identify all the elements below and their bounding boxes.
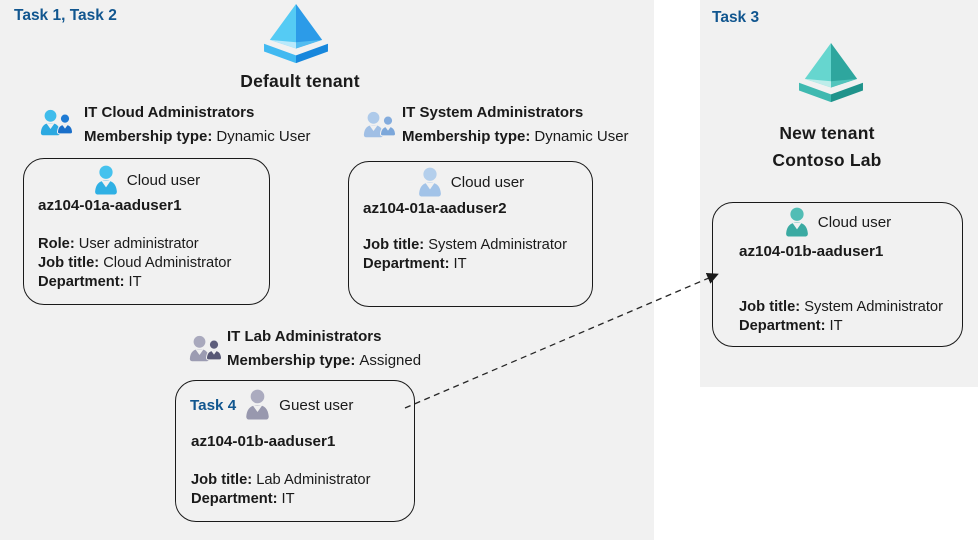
detail-line: Job title:Lab Administrator xyxy=(191,471,371,490)
task-1-2-label: Task 1, Task 2 xyxy=(14,7,117,24)
detail-line: Department:IT xyxy=(363,255,567,274)
membership-value: Dynamic User xyxy=(534,128,629,145)
azure-tenant-icon-blue xyxy=(264,3,328,64)
user-details: Job title:System Administrator Departmen… xyxy=(739,298,943,336)
field-value: System Administrator xyxy=(804,299,943,315)
user-name: az104-01a-aaduser2 xyxy=(363,200,507,217)
membership-label: Membership type: xyxy=(227,352,356,369)
field-label: Department: xyxy=(739,318,826,334)
detail-line: Department:IT xyxy=(739,317,943,336)
guest-user-icon xyxy=(246,389,269,420)
group-title: IT Lab Administrators xyxy=(227,328,382,345)
field-label: Department: xyxy=(38,274,125,290)
detail-line: Department:IT xyxy=(191,490,371,509)
membership-label: Membership type: xyxy=(402,128,531,145)
user-type-label: Guest user xyxy=(279,396,354,414)
user-type-label: Cloud user xyxy=(450,174,525,191)
user-details: Job title:Lab Administrator Department:I… xyxy=(191,471,371,509)
card-header: Cloud user xyxy=(24,165,269,196)
group-header-it-cloud-admins: IT Cloud Administrators Membership type:… xyxy=(84,103,311,147)
field-label: Department: xyxy=(191,491,278,507)
cloud-user-icon xyxy=(94,165,117,195)
new-tenant-line2: Contoso Lab xyxy=(772,150,882,170)
field-value: IT xyxy=(281,491,295,507)
group-title: IT System Administrators xyxy=(402,104,584,121)
group-icon-it-cloud-admins xyxy=(40,109,74,136)
group-membership: Membership type:Dynamic User xyxy=(84,127,311,147)
user-name: az104-01a-aaduser1 xyxy=(38,197,182,214)
field-value: System Administrator xyxy=(428,237,567,253)
cloud-user-icon xyxy=(418,167,441,197)
user-card-aaduser1: Cloud user az104-01a-aaduser1 Role:User … xyxy=(23,158,270,305)
field-label: Job title: xyxy=(38,255,100,271)
user-card-aaduser2: Cloud user az104-01a-aaduser2 Job title:… xyxy=(348,161,593,307)
field-label: Job title: xyxy=(191,472,253,488)
card-header: Cloud user xyxy=(349,167,592,198)
field-value: Cloud Administrator xyxy=(103,255,232,271)
detail-line: Job title:System Administrator xyxy=(363,236,567,255)
card-header: Task 4 Guest user xyxy=(176,389,414,421)
default-tenant-panel xyxy=(0,0,654,540)
field-value: IT xyxy=(829,318,843,334)
detail-line: Job title:Cloud Administrator xyxy=(38,254,231,273)
cloud-user-icon xyxy=(785,207,808,237)
guest-user-card: Task 4 Guest user az104-01b-aaduser1 Job… xyxy=(175,380,415,522)
membership-value: Dynamic User xyxy=(216,128,311,145)
membership-label: Membership type: xyxy=(84,128,213,145)
default-tenant-title: Default tenant xyxy=(240,71,360,91)
field-label: Job title: xyxy=(363,237,425,253)
group-membership: Membership type:Assigned xyxy=(227,351,421,371)
group-icon-it-lab-admins xyxy=(189,335,223,362)
user-name: az104-01b-aaduser1 xyxy=(739,243,884,260)
field-label: Role: xyxy=(38,236,75,252)
card-header: Cloud user xyxy=(713,207,962,238)
user-details: Job title:System Administrator Departmen… xyxy=(363,236,567,274)
task-4-label: Task 4 xyxy=(190,396,237,414)
field-label: Job title: xyxy=(739,299,801,315)
detail-line: Department:IT xyxy=(38,273,231,292)
detail-line: Role:User administrator xyxy=(38,235,231,254)
field-value: IT xyxy=(128,274,142,290)
user-type-label: Cloud user xyxy=(817,214,892,231)
field-value: User administrator xyxy=(78,236,199,252)
group-icon-it-system-admins xyxy=(363,111,397,138)
membership-value: Assigned xyxy=(359,352,422,369)
group-title: IT Cloud Administrators xyxy=(84,104,255,121)
new-tenant-line1: New tenant xyxy=(779,123,875,143)
field-label: Department: xyxy=(363,256,450,272)
field-value: IT xyxy=(453,256,467,272)
group-header-it-system-admins: IT System Administrators Membership type… xyxy=(402,103,629,147)
new-tenant-cloud-user-card: Cloud user az104-01b-aaduser1 Job title:… xyxy=(712,202,963,347)
detail-line: Job title:System Administrator xyxy=(739,298,943,317)
new-tenant-title: New tenant Contoso Lab xyxy=(727,120,927,174)
user-details: Role:User administrator Job title:Cloud … xyxy=(38,235,231,292)
user-type-label: Cloud user xyxy=(126,172,201,189)
azure-tenant-icon-teal xyxy=(799,42,863,103)
user-name: az104-01b-aaduser1 xyxy=(191,433,336,450)
field-value: Lab Administrator xyxy=(256,472,371,488)
task-3-label: Task 3 xyxy=(712,9,760,26)
group-header-it-lab-admins: IT Lab Administrators Membership type:As… xyxy=(227,327,421,371)
group-membership: Membership type:Dynamic User xyxy=(402,127,629,147)
